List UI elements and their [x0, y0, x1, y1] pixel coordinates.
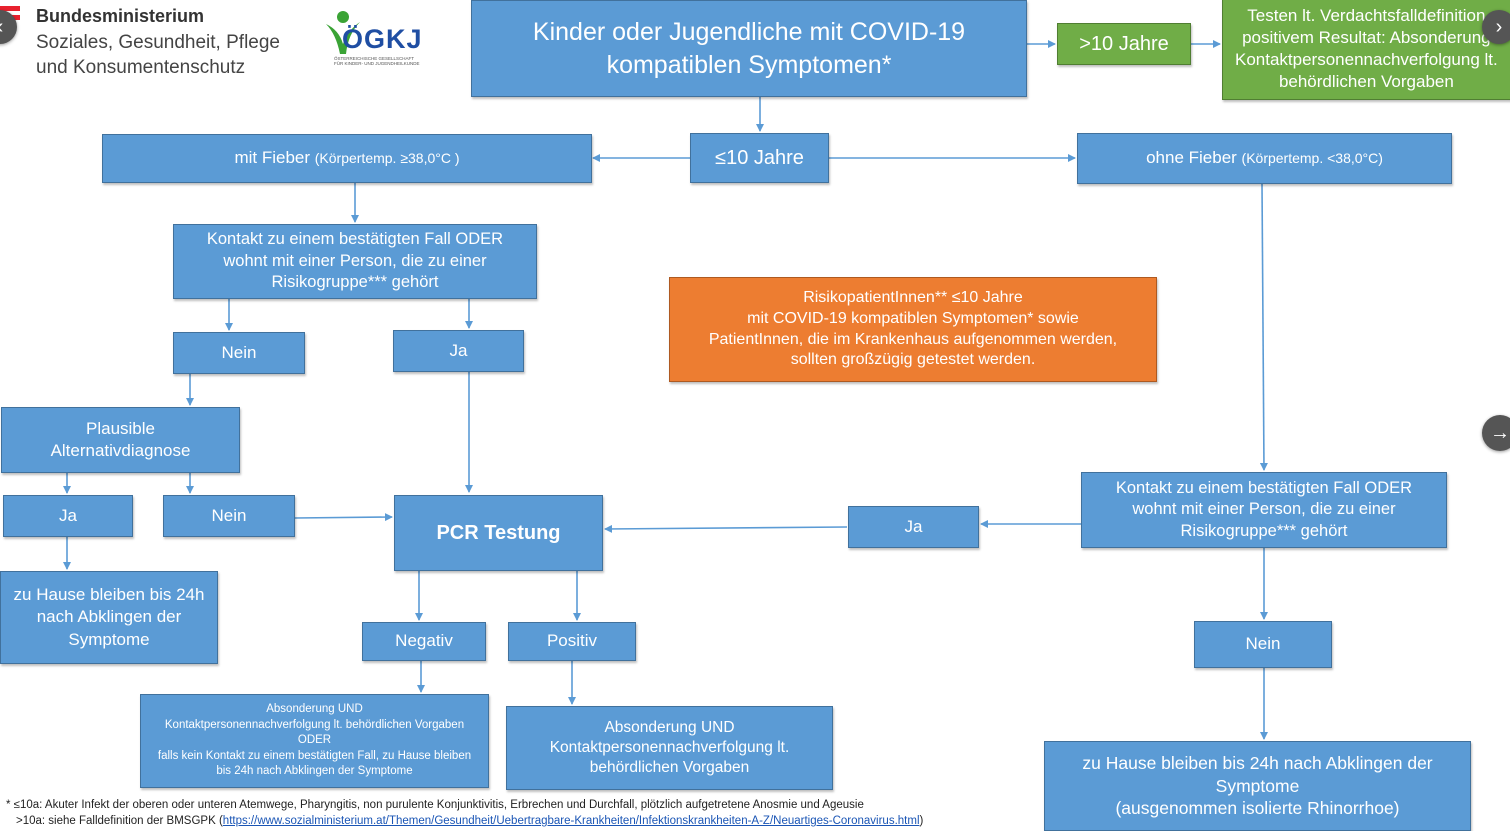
oegkj-figure-icon — [326, 11, 360, 54]
node-over-10-action: Testen lt. Verdachtsfalldefinition posit… — [1222, 0, 1510, 100]
chevron-right-icon: › — [1495, 15, 1503, 38]
prev-slide-button[interactable]: ‹ — [0, 10, 17, 44]
next-slide-button[interactable]: › — [1482, 10, 1510, 44]
chevron-left-icon: ‹ — [0, 16, 3, 39]
node-home-left: zu Hause bleiben bis 24h nach Abklingen … — [0, 571, 218, 664]
node-pcr-test: PCR Testung — [394, 495, 603, 571]
node-without-fever: ohne Fieber (Körpertemp. <38,0°C) — [1077, 133, 1452, 184]
node-alt-nein: Nein — [163, 495, 295, 537]
footnote-over-10-suffix: ) — [919, 815, 924, 827]
ministry-link[interactable]: https://www.sozialministerium.at/Themen/… — [222, 815, 920, 827]
node-under-10: ≤10 Jahre — [690, 133, 829, 183]
with-fever-temp: (Körpertemp. ≥38,0°C ) — [314, 150, 460, 167]
without-fever-label: ohne Fieber — [1146, 148, 1242, 168]
oegkj-wordmark: ÖGKJ — [342, 24, 423, 54]
footnote-definition-under-10: * ≤10a: Akuter Infekt der oberen oder un… — [6, 799, 864, 811]
node-positive: Positiv — [508, 622, 636, 661]
node-contact-right-nein: Nein — [1194, 621, 1332, 668]
node-contact-right-ja: Ja — [848, 506, 979, 548]
node-contact-left-ja: Ja — [393, 330, 524, 372]
ministry-title: Bundesministerium — [36, 6, 205, 26]
oegkj-logo: ÖGKJ ÖSTERREICHISCHE GESELLSCHAFT FÜR KI… — [322, 10, 447, 72]
without-fever-temp: (Körpertemp. <38,0°C) — [1241, 150, 1383, 167]
footnote-definition-over-10: >10a: siehe Falldefinition der BMSGPK (h… — [16, 815, 923, 827]
node-contact-left: Kontakt zu einem bestätigten Fall ODER w… — [173, 224, 537, 299]
node-contact-right: Kontakt zu einem bestätigten Fall ODER w… — [1081, 472, 1447, 548]
node-positive-action: Absonderung UND Kontaktpersonennachverfo… — [506, 706, 833, 790]
footnote-over-10-prefix: >10a: siehe Falldefinition der BMSGPK ( — [16, 815, 223, 827]
oegkj-subtitle: ÖSTERREICHISCHE GESELLSCHAFT FÜR KINDER-… — [334, 56, 420, 67]
node-alt-ja: Ja — [3, 495, 133, 537]
arrow-right-icon: → — [1490, 421, 1510, 444]
node-symptoms: Kinder oder Jugendliche mit COVID-19 kom… — [471, 0, 1027, 97]
risk-patients-note: RisikopatientInnen** ≤10 Jahre mit COVID… — [669, 277, 1157, 382]
node-contact-left-nein: Nein — [173, 332, 305, 374]
node-home-right: zu Hause bleiben bis 24h nach Abklingen … — [1044, 741, 1471, 831]
node-negative-action: Absonderung UND Kontaktpersonennachverfo… — [140, 694, 489, 788]
node-negative: Negativ — [362, 622, 486, 661]
next-page-button[interactable]: → — [1482, 415, 1510, 451]
ministry-subtitle: Soziales, Gesundheit, Pflege und Konsume… — [36, 32, 280, 78]
node-over-10: >10 Jahre — [1057, 23, 1191, 65]
with-fever-label: mit Fieber — [234, 148, 315, 168]
node-with-fever: mit Fieber (Körpertemp. ≥38,0°C ) — [102, 134, 592, 183]
node-alt-diagnosis: Plausible Alternativdiagnose — [1, 407, 240, 473]
